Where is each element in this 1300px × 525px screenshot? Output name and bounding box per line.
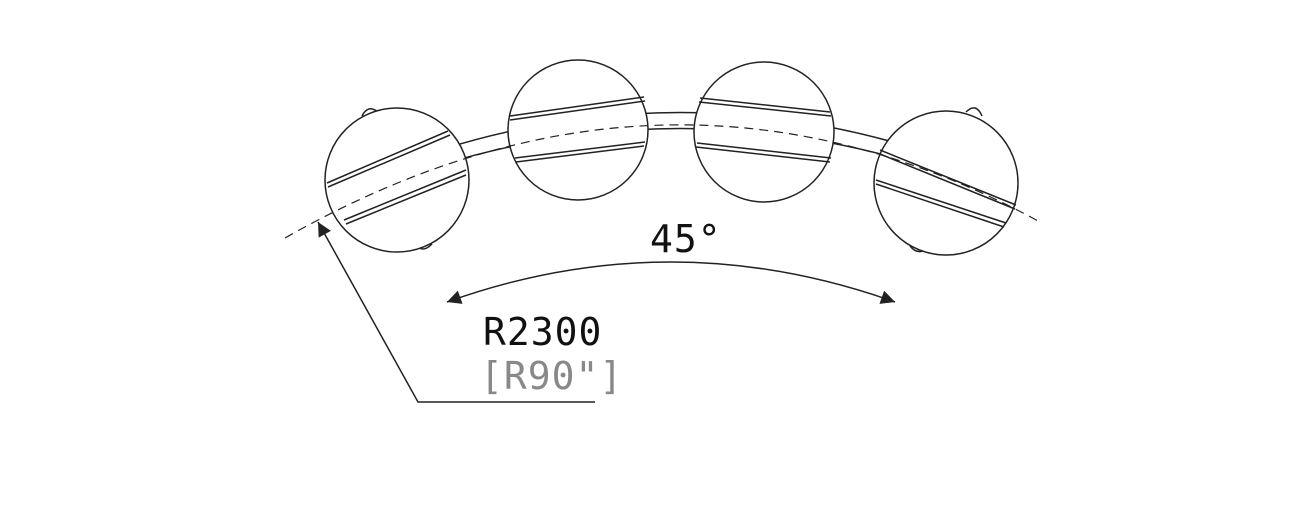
- seat-3-disc: [693, 61, 835, 203]
- seat-2-band-bottom: [515, 145, 645, 163]
- seat-1-disc: [324, 107, 470, 253]
- seat-1-band-top: [326, 130, 449, 184]
- angle-dimension-label: 45°: [650, 217, 722, 261]
- seat-2-band-top: [509, 96, 645, 117]
- tube-outer-edge: [439, 111, 921, 151]
- seat-4-disc: [873, 110, 1019, 256]
- seat-1-band-bottom: [345, 174, 467, 225]
- radius-centerline: [284, 124, 1041, 239]
- seat-4-band-bottom-inner: [875, 179, 1007, 224]
- seat-4-bolt-top: [965, 107, 983, 117]
- radius-metric-label: R2300: [483, 310, 603, 354]
- seat-2-disc: [507, 59, 649, 201]
- seat-1-band-top-inner: [327, 134, 451, 188]
- seat-3-band-top: [699, 97, 831, 113]
- seat-3-band-top-inner: [698, 101, 832, 117]
- seat-3-band-bottom-inner: [696, 142, 832, 159]
- seat-2-band-top-inner: [509, 100, 646, 121]
- seat-3: [693, 61, 835, 203]
- seat-3-band-bottom: [695, 146, 831, 163]
- seat-2-band-bottom-inner: [514, 141, 646, 159]
- angle-dimension-arc: [446, 261, 896, 304]
- seat-1-band-bottom-inner: [343, 169, 467, 221]
- seat-4: [873, 107, 1019, 256]
- seat-2: [507, 59, 649, 201]
- seat-4-band-top-inner: [879, 153, 1016, 210]
- seat-1: [324, 107, 470, 253]
- seat-4-band-top: [879, 149, 1017, 206]
- radius-imperial-label: [R90"]: [480, 354, 624, 398]
- seat-4-band-bottom: [875, 183, 1005, 228]
- radius-leader-line: [317, 221, 595, 403]
